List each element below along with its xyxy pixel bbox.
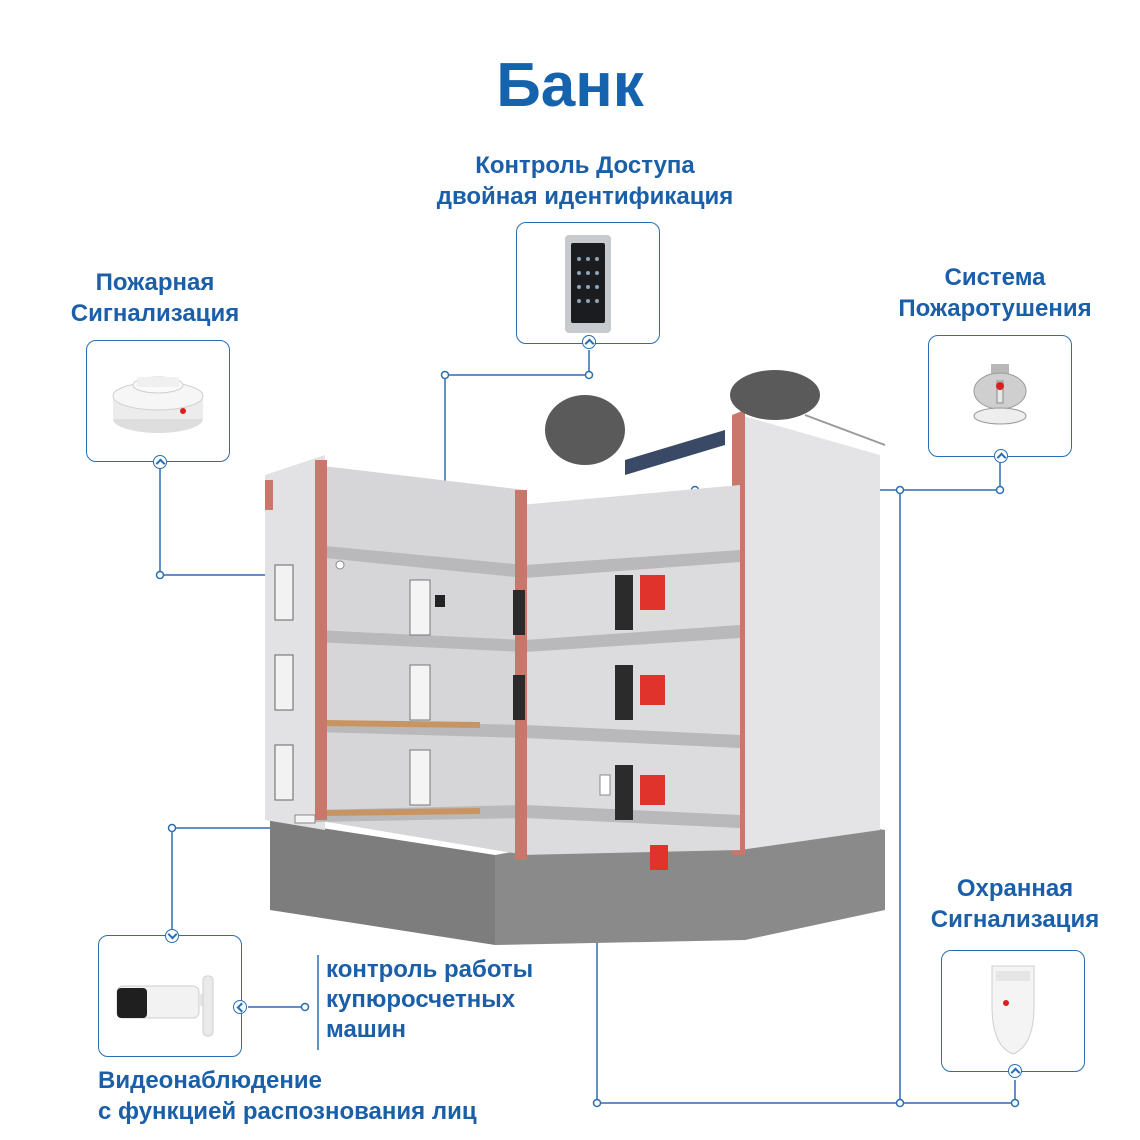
security-alarm-label: Охранная Сигнализация [895, 873, 1135, 935]
fire-suppression-connector-icon [994, 449, 1008, 463]
access-control-device-card[interactable] [516, 222, 660, 344]
fire-alarm-device-card[interactable] [86, 340, 230, 462]
security-alarm-label-line1: Охранная [956, 875, 1074, 902]
fire-suppression-label: Система Пожаротушения [870, 262, 1120, 324]
video-device-card[interactable] [98, 935, 242, 1057]
fire-alarm-label-line2: Сигнализация [70, 300, 240, 327]
motion-sensor-icon [991, 965, 1035, 1055]
bullet-camera-icon [116, 975, 214, 1037]
sprinkler-icon [973, 364, 1027, 425]
video-label-line2: с функцией распознования лиц [98, 1098, 477, 1125]
keypad-reader-icon [565, 235, 611, 333]
page-title: Банк [496, 51, 644, 120]
security-alarm-label-line2: Сигнализация [930, 906, 1100, 933]
smoke-detector-icon [112, 376, 204, 433]
bank-building-cutaway-icon [265, 370, 886, 945]
counting-label-line3: машин [326, 1016, 407, 1043]
security-alarm-connector-icon [1008, 1064, 1022, 1078]
video-label-line1: Видеонаблюдение [98, 1067, 323, 1094]
counting-label-line1: контроль работы [326, 956, 534, 983]
access-control-label-line1: Контроль Доступа [475, 152, 695, 179]
security-alarm-device-card[interactable] [941, 950, 1085, 1072]
fire-suppression-label-line1: Система [944, 264, 1046, 291]
fire-suppression-label-line2: Пожаротушения [898, 295, 1092, 322]
fire-alarm-label-line1: Пожарная [95, 269, 215, 296]
video-label: Видеонаблюдение с функцией распознования… [98, 1065, 558, 1127]
counting-label-line2: купюросчетных [326, 986, 516, 1013]
fire-suppression-device-card[interactable] [928, 335, 1072, 457]
fire-alarm-label: Пожарная Сигнализация [40, 267, 270, 329]
access-control-label: Контроль Доступа двойная идентификация [395, 150, 775, 212]
video-connector-icon [165, 929, 179, 943]
fire-alarm-connector-icon [153, 455, 167, 469]
access-control-label-line2: двойная идентификация [436, 183, 734, 210]
counting-connector-icon [233, 1000, 247, 1014]
counting-machines-label: контроль работы купюросчетных машин [326, 955, 586, 1045]
access-control-connector-icon [582, 335, 596, 349]
